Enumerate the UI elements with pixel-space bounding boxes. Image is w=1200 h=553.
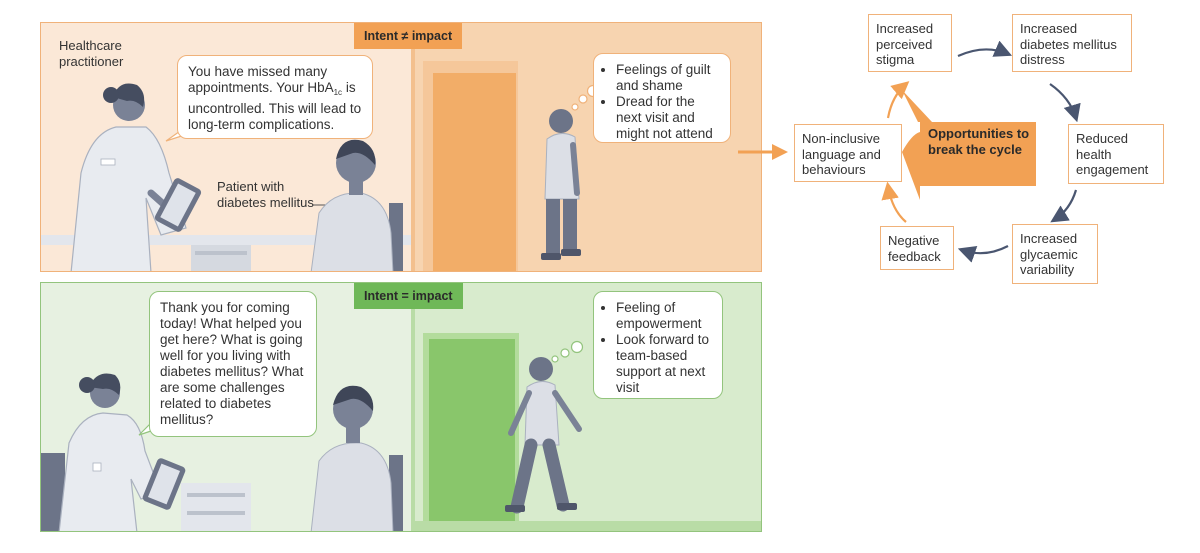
patient-thought-bubble: Feelings of guilt and shame Dread for th… [593, 53, 731, 143]
speech-subscript: 1c [333, 88, 343, 97]
healthcare-practitioner-figure [58, 373, 186, 531]
walking-patient-figure [541, 109, 581, 260]
cycle-arrow [886, 81, 910, 119]
desk [41, 235, 411, 245]
bottom-scene-illustration [41, 283, 761, 531]
intent-equals-impact-panel: Intent = impact Thank you for coming tod… [40, 282, 762, 532]
node-increased-distress: Increased diabetes mellitus distress [1012, 14, 1132, 72]
node-increased-glycaemic-variability: Increased glycaemic variability [1012, 224, 1098, 284]
speech-text-part2: is uncontrolled. This will lead to long-… [188, 80, 362, 132]
healthcare-practitioner-figure [70, 83, 202, 271]
thought-item: Feeling of empowerment [616, 300, 712, 332]
node-increased-perceived-stigma: Increased perceived stigma [868, 14, 952, 72]
node-negative-feedback: Negative feedback [880, 226, 954, 270]
patient-thought-bubble: Feeling of empowerment Look forward to t… [593, 291, 723, 399]
node-reduced-health-engagement: Reduced health engagement [1068, 124, 1164, 184]
thought-dots [551, 340, 584, 363]
intent-not-impact-label: Intent ≠ impact [354, 23, 463, 49]
cycle-arrow [1049, 83, 1081, 123]
node-non-inclusive-language: Non-inclusive language and behaviours [794, 124, 902, 182]
opportunities-shape [902, 122, 1036, 200]
thought-item: Dread for the next visit and might not a… [616, 94, 720, 142]
intent-not-impact-panel: Intent ≠ impact Healthcare practitioner … [40, 22, 762, 272]
seated-patient-figure [310, 139, 403, 271]
practitioner-speech-bubble: You have missed many appointments. Your … [177, 55, 373, 139]
practitioner-speech-bubble: Thank you for coming today! What helped … [149, 291, 317, 437]
cabinet [181, 483, 251, 531]
practitioner-label: Healthcare practitioner [59, 38, 124, 69]
seated-patient-figure [310, 385, 403, 531]
speech-text-part1: You have missed many appointments. Your … [188, 64, 334, 95]
opportunities-label: Opportunities to break the cycle [928, 126, 1030, 157]
walking-patient-figure [505, 357, 582, 514]
top-scene-illustration [41, 23, 761, 271]
thought-item: Look forward to team-based support at ne… [616, 332, 712, 396]
cycle-arrow [1050, 189, 1078, 223]
cycle-arrow [957, 245, 1009, 263]
intent-equals-impact-label: Intent = impact [354, 283, 463, 309]
cycle-arrow [881, 181, 907, 223]
panel-to-cycle-arrow [738, 144, 788, 160]
thought-item: Feelings of guilt and shame [616, 62, 720, 94]
cycle-arrow [957, 40, 1013, 58]
patient-label: Patient with diabetes mellitus [217, 179, 314, 210]
